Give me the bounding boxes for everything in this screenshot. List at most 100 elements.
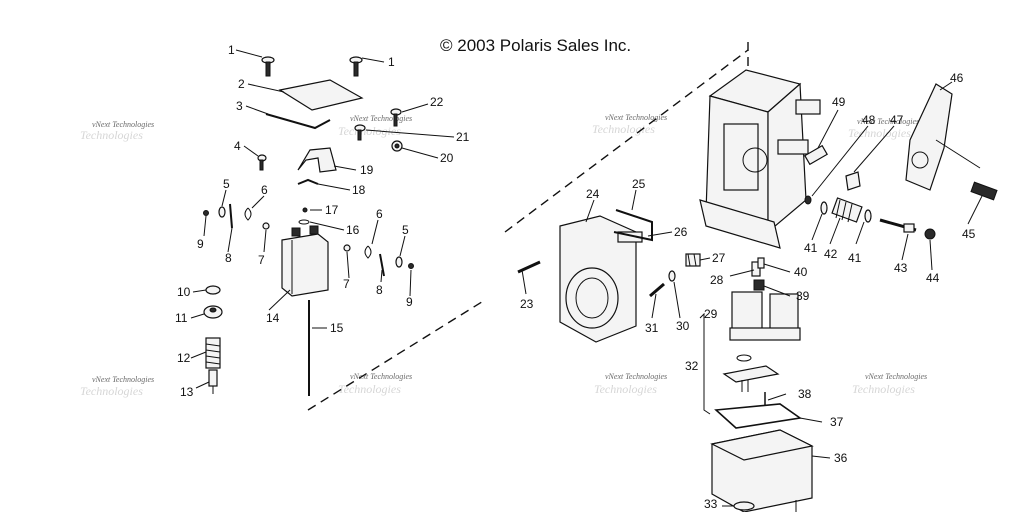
- callout-39: 39: [796, 289, 810, 303]
- callout-49: 49: [832, 95, 846, 109]
- watermark: vNext Technologies: [350, 372, 413, 381]
- cap-part-10: [205, 285, 221, 295]
- callout-28: 28: [710, 273, 724, 287]
- clip-part-6: [364, 245, 372, 259]
- callout-43: 43: [894, 261, 908, 275]
- callout-14: 14: [266, 311, 280, 325]
- spring-part-27: [685, 253, 701, 267]
- callout-46: 46: [950, 71, 964, 85]
- pin-part-8: [379, 253, 385, 277]
- screw-part-21: [354, 124, 366, 141]
- callout-16: 16: [346, 223, 360, 237]
- nut-part-11: [203, 305, 223, 319]
- callout-29: 29: [704, 307, 718, 321]
- assembly-dashed-line: [504, 49, 749, 233]
- gasket-part-37: [714, 403, 803, 429]
- carburetor-body-part: [699, 69, 821, 249]
- callout-27: 27: [712, 251, 726, 265]
- callout-32: 32: [685, 359, 699, 373]
- watermark: vNext Technologies: [350, 114, 413, 123]
- callout-10: 10: [177, 285, 191, 299]
- callout-18: 18: [352, 183, 366, 197]
- plunger-part-13: [208, 369, 218, 394]
- spring-part-12: [205, 337, 221, 369]
- callout-6: 6: [376, 207, 383, 221]
- callout-7: 7: [343, 277, 350, 291]
- nut-part-20: [391, 140, 403, 152]
- watermark-ghost: Technologies: [594, 382, 657, 396]
- assembly-dashed-line: [307, 299, 486, 411]
- throttle-cover-part-46: [905, 83, 953, 191]
- callout-44: 44: [926, 271, 940, 285]
- oring-part: [736, 354, 752, 362]
- watermark-ghost: Technologies: [80, 128, 143, 142]
- callout-48: 48: [862, 113, 876, 127]
- gasket-part: [265, 113, 331, 130]
- callout-25: 25: [632, 177, 646, 191]
- callout-13: 13: [180, 385, 194, 399]
- callout-15: 15: [330, 321, 344, 335]
- callout-1: 1: [228, 43, 235, 57]
- callout-38: 38: [798, 387, 812, 401]
- callout-42: 42: [824, 247, 838, 261]
- callout-9: 9: [197, 237, 204, 251]
- callout-47: 47: [890, 113, 904, 127]
- callout-17: 17: [325, 203, 339, 217]
- clip-part-6: [244, 207, 252, 221]
- leader-line: [935, 139, 981, 169]
- washer-part-7: [343, 244, 351, 252]
- washer-part-41: [820, 201, 828, 215]
- screw-part-22: [390, 108, 402, 127]
- callout-12: 12: [177, 351, 191, 365]
- oring-part-48: [804, 195, 812, 205]
- callout-2: 2: [238, 77, 245, 91]
- watermark: vNext Technologies: [605, 372, 668, 381]
- washer-part-41: [864, 209, 872, 223]
- drain-part-33: [733, 501, 755, 511]
- callout-4: 4: [234, 139, 241, 153]
- callout-33: 33: [704, 497, 718, 511]
- callout-6: 6: [261, 183, 268, 197]
- watermark-ghost: Technologies: [338, 124, 401, 138]
- callout-37: 37: [830, 415, 844, 429]
- callout-23: 23: [520, 297, 534, 311]
- callout-30: 30: [676, 319, 690, 333]
- callout-labels: 1 1 2 3 22 21 20 4 19 18 17 16 5 6 6 5 9…: [175, 43, 976, 511]
- pin-part-8: [229, 203, 233, 229]
- callout-31: 31: [645, 321, 659, 335]
- float-chamber-plate-part-24: [559, 215, 643, 343]
- callout-41: 41: [804, 241, 818, 255]
- callout-20: 20: [440, 151, 454, 165]
- callout-8: 8: [225, 251, 232, 265]
- callout-26: 26: [674, 225, 688, 239]
- watermark-ghost: Technologies: [338, 382, 401, 396]
- callout-9: 9: [406, 295, 413, 309]
- screw-part-1: [349, 56, 363, 77]
- callout-40: 40: [794, 265, 808, 279]
- bracket-part-19: [297, 147, 337, 173]
- pin-part-17: [302, 207, 308, 213]
- callout-22: 22: [430, 95, 444, 109]
- jet-part-28: [751, 261, 761, 277]
- callout-1: 1: [388, 55, 395, 69]
- watermark-ghost: Technologies: [848, 126, 911, 140]
- jet-part-39: [753, 279, 765, 291]
- watermark: vNext Technologies: [857, 117, 920, 126]
- clip-part-18: [297, 178, 319, 185]
- fitting-part-49: [804, 144, 828, 166]
- bolt-part-45: [970, 181, 998, 201]
- watermark-ghost: Technologies: [80, 384, 143, 398]
- shaft-part-43: [879, 218, 917, 233]
- washer-part-9: [203, 210, 209, 216]
- spring-part-42: [831, 197, 863, 223]
- washer-part-5: [395, 256, 403, 268]
- watermark: vNext Technologies: [865, 372, 928, 381]
- throttle-slide-part-14: [281, 225, 329, 297]
- float-part-29: [729, 291, 801, 341]
- washer-part-5: [218, 206, 226, 218]
- callout-5: 5: [402, 223, 409, 237]
- callout-11: 11: [175, 311, 188, 325]
- jet-part-40: [757, 257, 765, 269]
